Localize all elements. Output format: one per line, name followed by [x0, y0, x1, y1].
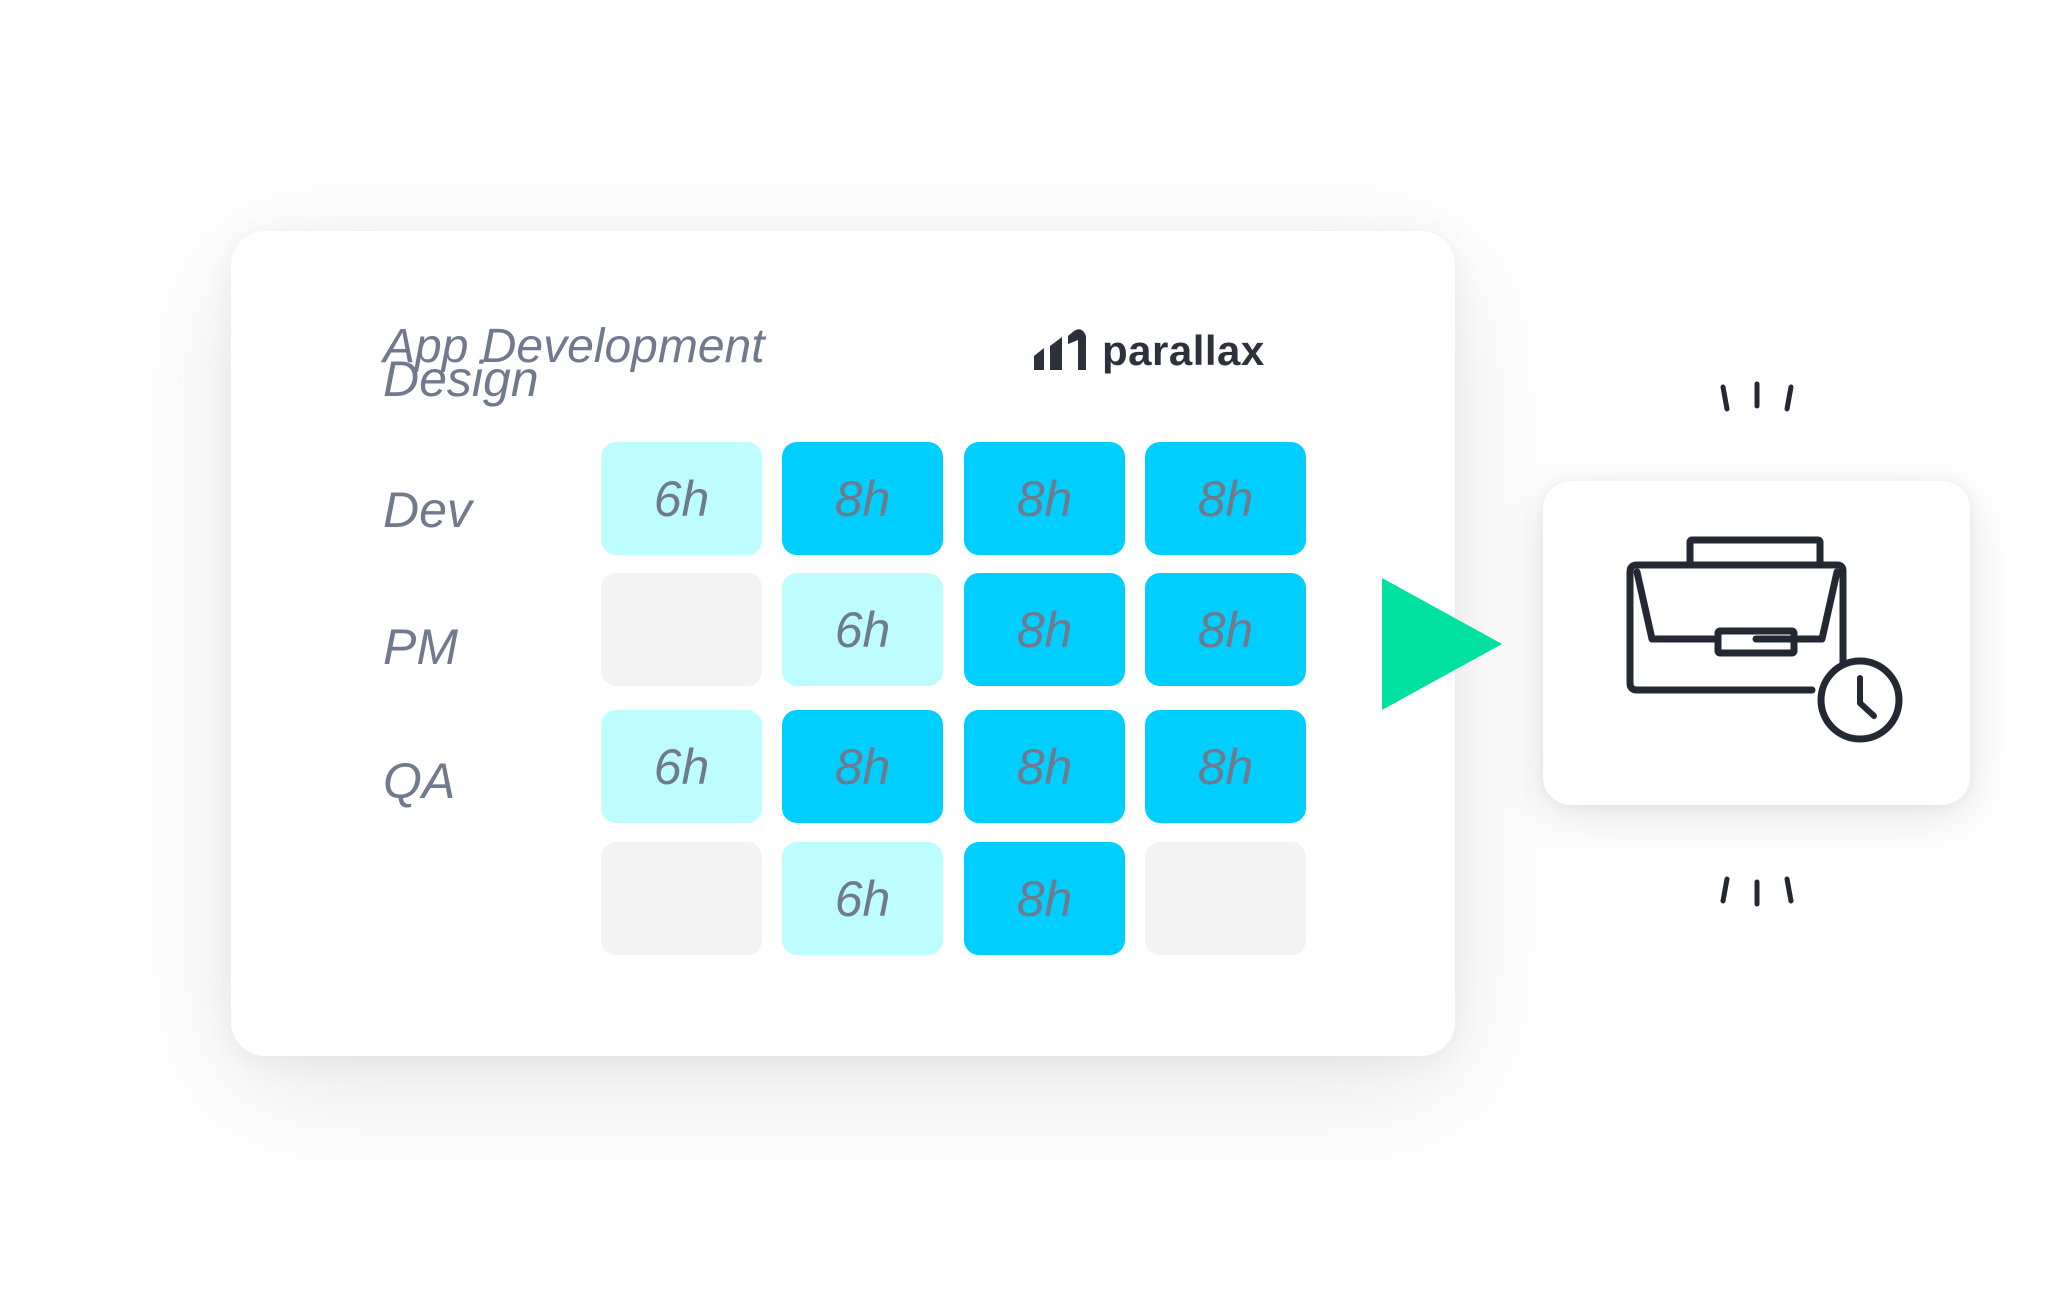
card-title: App Development: [383, 320, 765, 373]
row-label-qa: QA: [383, 753, 456, 809]
row-label-design: Design: [383, 351, 539, 407]
cell-value: 6h: [834, 870, 891, 927]
cell-pm-4: 8h: [1145, 710, 1306, 823]
cell-value: 8h: [1197, 470, 1254, 527]
briefcase-clock-icon: [1626, 536, 1903, 743]
cell-qa-3: 8h: [964, 842, 1125, 955]
cell-dev-1: [601, 573, 762, 686]
row-label-dev: Dev: [383, 482, 472, 538]
parallax-logo: parallax: [1030, 323, 1265, 379]
parallax-bars-icon: [1034, 329, 1086, 370]
cell-value: 6h: [653, 738, 710, 795]
cell-dev-4: 8h: [1145, 573, 1306, 686]
cell-value: 8h: [834, 738, 891, 795]
result-card: [1543, 481, 1970, 805]
spark-lines-icon: [1720, 876, 1794, 907]
cell-pm-2: 8h: [782, 710, 943, 823]
cell-design-1: 6h: [601, 442, 762, 555]
cell-value: 8h: [1016, 470, 1073, 527]
spark-lines-icon: [1720, 381, 1794, 412]
cell-qa-4: [1145, 842, 1306, 955]
cell-qa-1: [601, 842, 762, 955]
cell-design-4: 8h: [1145, 442, 1306, 555]
cell-qa-2: 6h: [782, 842, 943, 955]
row-label-pm: PM: [383, 619, 458, 675]
cell-pm-3: 8h: [964, 710, 1125, 823]
cell-dev-3: 8h: [964, 573, 1125, 686]
cell-design-2: 8h: [782, 442, 943, 555]
cell-value: 6h: [653, 470, 710, 527]
cell-pm-1: 6h: [601, 710, 762, 823]
cell-value: 8h: [1016, 601, 1073, 658]
cell-value: 8h: [1197, 738, 1254, 795]
logo-text: parallax: [1102, 327, 1265, 374]
cell-design-3: 8h: [964, 442, 1125, 555]
cell-value: 6h: [834, 601, 891, 658]
cell-value: 8h: [1197, 601, 1254, 658]
cell-value: 8h: [1016, 738, 1073, 795]
cell-value: 8h: [834, 470, 891, 527]
play-arrow-icon: [1382, 578, 1502, 710]
schedule-card: App Development parallax Design Dev PM Q…: [231, 231, 1455, 1056]
cell-dev-2: 6h: [782, 573, 943, 686]
cell-value: 8h: [1016, 870, 1073, 927]
